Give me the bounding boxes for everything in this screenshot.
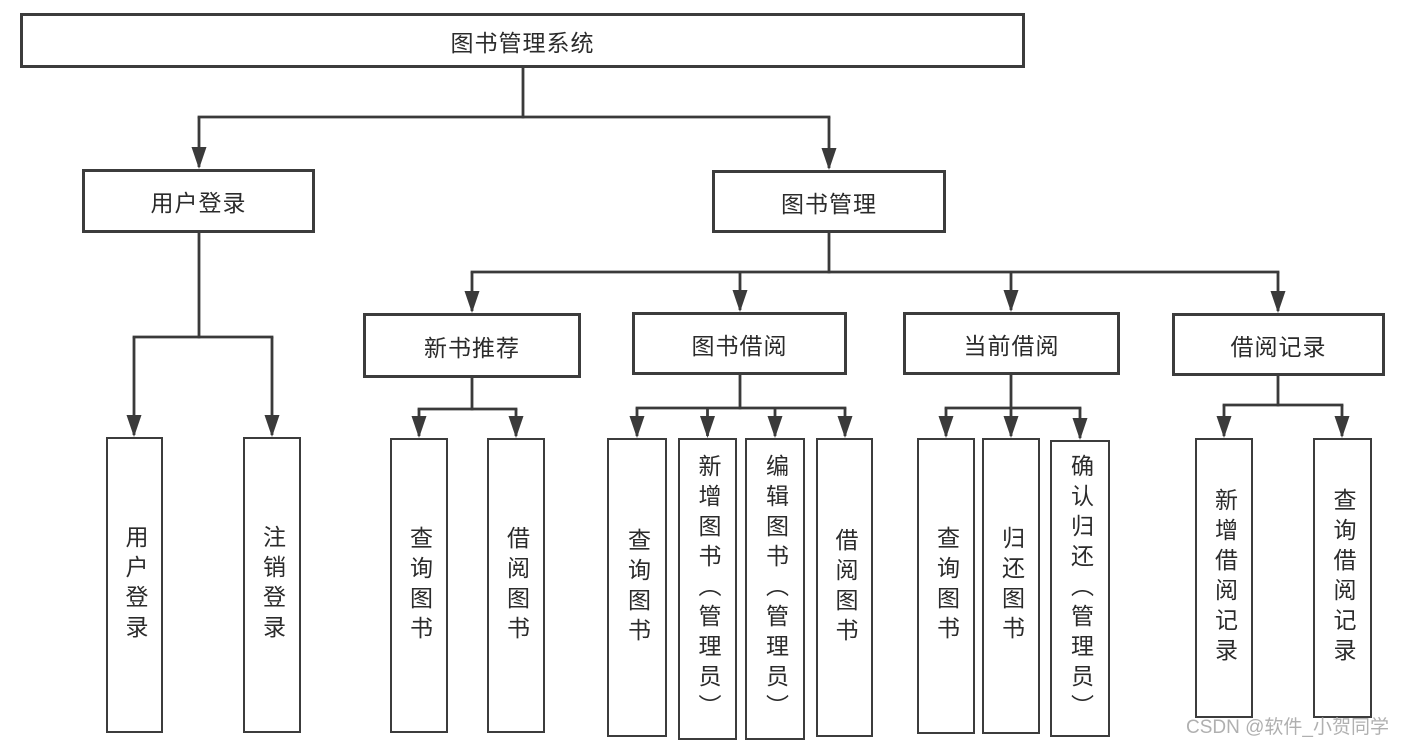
node-book-management: 图书管理 xyxy=(712,170,946,233)
leaf-confirm-return-admin: 确认归还（管理员） xyxy=(1050,440,1110,737)
leaf-add-books-admin: 新增图书（管理员） xyxy=(678,438,737,740)
leaf-edit-books-admin-label: 编辑图书（管理员） xyxy=(762,454,789,724)
leaf-add-borrow-record-label: 新增借阅记录 xyxy=(1211,488,1238,668)
node-book-borrowing-label: 图书借阅 xyxy=(691,332,788,359)
leaf-query-borrow-record-label: 查询借阅记录 xyxy=(1330,488,1356,668)
leaf-borrow-books-borrowing-label: 借阅图书 xyxy=(832,527,858,648)
leaf-logout-label: 注销登录 xyxy=(259,525,286,645)
leaf-borrow-books-recommend-label: 借阅图书 xyxy=(503,525,530,646)
leaf-borrow-books-recommend: 借阅图书 xyxy=(487,438,545,733)
leaf-edit-books-admin: 编辑图书（管理员） xyxy=(745,438,805,740)
leaf-confirm-return-admin-label: 确认归还（管理员） xyxy=(1067,453,1094,724)
node-book-management-label: 图书管理 xyxy=(781,190,877,217)
leaf-logout: 注销登录 xyxy=(243,437,301,733)
leaf-return-books-label: 归还图书 xyxy=(998,526,1025,646)
leaf-add-books-admin-label: 新增图书（管理员） xyxy=(695,454,721,724)
node-current-borrowing-label: 当前借阅 xyxy=(963,332,1060,359)
node-borrow-records: 借阅记录 xyxy=(1172,313,1385,376)
csdn-watermark: CSDN @软件_小贺同学 xyxy=(1186,717,1389,738)
node-user-login-label: 用户登录 xyxy=(150,190,247,216)
leaf-query-books-current: 查询图书 xyxy=(917,438,975,734)
leaf-borrow-books-borrowing: 借阅图书 xyxy=(816,438,873,737)
leaf-query-books-recommend: 查询图书 xyxy=(390,438,448,733)
node-borrow-records-label: 借阅记录 xyxy=(1230,333,1327,360)
leaf-user-login: 用户登录 xyxy=(106,437,163,733)
leaf-query-books-recommend-label: 查询图书 xyxy=(406,525,433,646)
node-current-borrowing: 当前借阅 xyxy=(903,312,1120,375)
leaf-return-books: 归还图书 xyxy=(982,438,1040,734)
node-book-borrowing: 图书借阅 xyxy=(632,312,847,375)
leaf-query-borrow-record: 查询借阅记录 xyxy=(1313,438,1372,718)
leaf-add-borrow-record: 新增借阅记录 xyxy=(1195,438,1253,718)
node-root-label: 图书管理系统 xyxy=(450,29,595,56)
leaf-user-login-label: 用户登录 xyxy=(122,525,148,645)
node-new-book-recommend: 新书推荐 xyxy=(363,313,581,378)
node-new-book-recommend-label: 新书推荐 xyxy=(424,334,520,361)
leaf-query-books-borrowing: 查询图书 xyxy=(607,438,667,737)
leaf-query-books-borrowing-label: 查询图书 xyxy=(624,527,651,648)
leaf-query-books-current-label: 查询图书 xyxy=(933,526,960,646)
node-user-login: 用户登录 xyxy=(82,169,315,233)
node-root: 图书管理系统 xyxy=(20,13,1025,68)
